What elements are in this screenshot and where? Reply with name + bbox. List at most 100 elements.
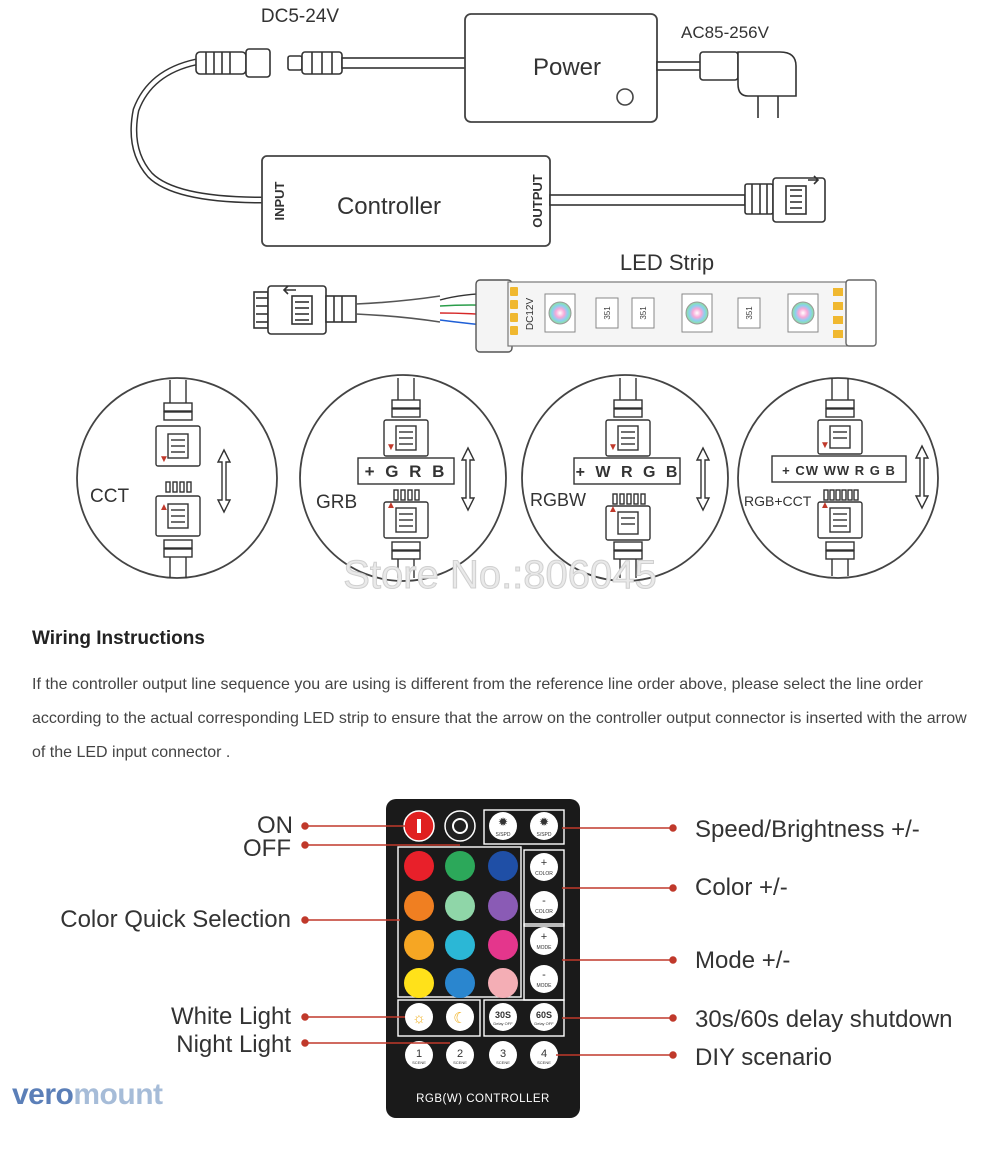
controller-box-label: Controller [337, 193, 441, 220]
label-color-quick-selection: Color Quick Selection [60, 906, 291, 933]
white-light-button[interactable]: ☼ [405, 1003, 433, 1031]
power-box-label: Power [533, 54, 601, 81]
connector-variants: ▼ ▲ CCT ▼ ▲ + G R [76, 374, 939, 582]
color-button[interactable] [404, 891, 434, 921]
controller-input-label: INPUT [272, 181, 287, 220]
svg-text:SCENE: SCENE [453, 1060, 467, 1065]
arrow-marker-icon: ▼ [608, 442, 618, 453]
svg-text:COLOR: COLOR [535, 909, 553, 915]
led-strip-section: LED Strip DC12V [253, 250, 877, 353]
label-mode: Mode +/- [695, 947, 790, 974]
strip-solder-pads [510, 287, 518, 335]
color-button[interactable] [445, 930, 475, 960]
label-speed-brightness: Speed/Brightness +/- [695, 816, 920, 843]
color-plus-button[interactable]: + COLOR [530, 853, 558, 881]
svg-text:1: 1 [416, 1048, 422, 1060]
color-button[interactable] [488, 851, 518, 881]
off-icon [452, 818, 468, 834]
arrow-marker-icon: ▼ [386, 442, 396, 453]
color-button[interactable] [445, 851, 475, 881]
variant-grb: ▼ ▲ + G R B GRB [299, 374, 507, 582]
color-button[interactable] [404, 930, 434, 960]
variant-rgb-cct: ▼ ▲ + CW WW R G B RGB+CCT [737, 377, 939, 579]
svg-text:-: - [542, 895, 546, 907]
svg-text:4: 4 [541, 1048, 547, 1060]
label-on: ON [257, 812, 293, 839]
variant-rgbw-label: RGBW [530, 490, 586, 510]
rgb-led [787, 293, 819, 333]
svg-text:30S: 30S [495, 1010, 511, 1020]
dc-plug [287, 51, 467, 75]
color-button[interactable] [445, 891, 475, 921]
arrow-marker-icon: ▲ [159, 502, 169, 513]
variant-grb-label: GRB [316, 492, 357, 513]
svg-text:351: 351 [639, 306, 648, 320]
color-button[interactable] [404, 968, 434, 998]
resistor: 351 [631, 297, 655, 329]
arrow-marker-icon: ▼ [820, 440, 830, 451]
svg-text:351: 351 [745, 306, 754, 320]
strip-voltage-marking: DC12V [525, 298, 536, 331]
arrow-marker-icon: ▲ [608, 504, 618, 515]
arrow-marker-icon: ▼ [159, 454, 169, 465]
rgb-led [544, 293, 576, 333]
color-button[interactable] [488, 930, 518, 960]
label-night-light: Night Light [176, 1031, 291, 1058]
svg-text:S/SPD: S/SPD [536, 832, 551, 838]
svg-text:-: - [542, 969, 546, 981]
resistor: 351 [595, 297, 619, 329]
wiring-body: If the controller output line sequence y… [32, 676, 967, 761]
variant-rgbw-sequence: + W R G B [576, 464, 681, 481]
remote-section: ✹ S/SPD ✹ S/SPD + COLOR - COLOR + MODE -MOD… [60, 799, 953, 1118]
color-button[interactable] [445, 968, 475, 998]
strip-end-cap-right [845, 279, 877, 347]
led-input-connector [253, 285, 441, 335]
controller-output-label: OUTPUT [530, 174, 545, 228]
variant-grb-sequence: + G R B [365, 462, 448, 481]
svg-text:2: 2 [457, 1048, 463, 1060]
mode-plus-button[interactable]: + MODE [530, 927, 558, 955]
svg-text:60S: 60S [536, 1010, 552, 1020]
input-voltage-label: DC5-24V [261, 6, 339, 27]
strip-end-pads-right [833, 288, 843, 338]
variant-rgbw: ▼ ▲ + W R G B RGBW [521, 374, 729, 582]
variant-cct-label: CCT [90, 486, 129, 507]
output-connector [549, 175, 826, 223]
rgb-led [681, 293, 713, 333]
ac-plug-icon [656, 51, 797, 118]
mode-minus-button[interactable]: -MODE [530, 965, 558, 993]
speed-up-button[interactable]: ✹ S/SPD [530, 812, 558, 840]
color-quick-grid [404, 851, 518, 998]
color-button[interactable] [488, 968, 518, 998]
svg-text:+: + [541, 857, 547, 869]
power-indicator-icon [616, 88, 634, 106]
color-button[interactable] [404, 851, 434, 881]
color-minus-button[interactable]: - COLOR [530, 891, 558, 919]
off-button[interactable] [444, 810, 476, 842]
color-button[interactable] [488, 891, 518, 921]
dc-jack [130, 48, 271, 204]
svg-text:+: + [541, 931, 547, 943]
svg-text:MODE: MODE [537, 945, 553, 951]
led-strip-title: LED Strip [620, 250, 714, 275]
svg-text:Delay OFF: Delay OFF [534, 1021, 554, 1026]
svg-text:SCENE: SCENE [496, 1060, 510, 1065]
night-light-button[interactable]: ☾ [446, 1003, 474, 1031]
arrow-marker-icon: ▲ [820, 500, 830, 511]
brand-logo-part2: mount [73, 1078, 163, 1111]
sun-icon: ✹ [498, 815, 508, 829]
callout-lines [301, 822, 677, 1059]
remote-body [386, 799, 580, 1118]
strip-leds: 351 351 351 [544, 293, 819, 333]
svg-text:351: 351 [603, 306, 612, 320]
speed-down-button[interactable]: ✹ S/SPD [489, 812, 517, 840]
svg-text:COLOR: COLOR [535, 871, 553, 877]
label-diy-scenario: DIY scenario [695, 1044, 832, 1071]
